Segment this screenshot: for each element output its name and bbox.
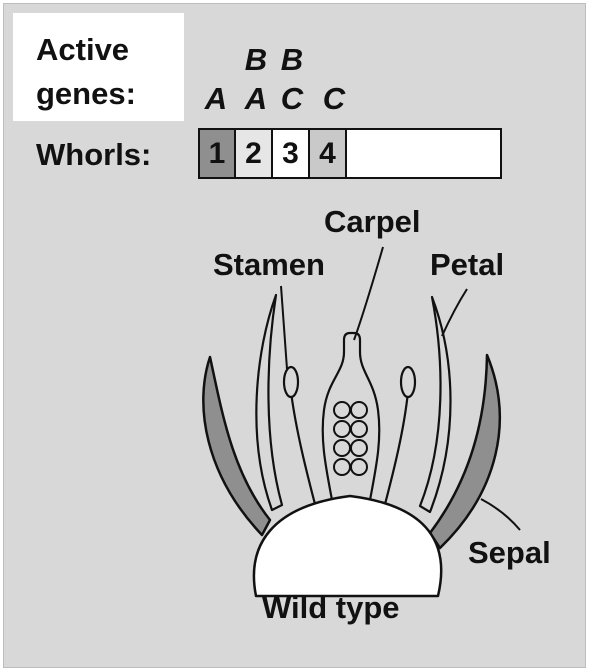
wild-type-caption: Wild type	[262, 590, 400, 625]
sepal-label: Sepal	[468, 535, 551, 570]
petal-label: Petal	[430, 247, 504, 282]
carpel	[323, 333, 380, 500]
stamen-right-filament	[384, 392, 408, 508]
stamen-left-filament	[291, 392, 316, 508]
stamen-left-anther	[284, 367, 298, 397]
ovule	[334, 440, 350, 456]
carpel-label: Carpel	[324, 204, 420, 239]
ovule	[334, 402, 350, 418]
ovule	[351, 402, 367, 418]
receptacle	[254, 496, 441, 596]
stamen-label: Stamen	[213, 247, 325, 282]
ovule	[351, 421, 367, 437]
ovule	[334, 459, 350, 475]
ovule	[351, 440, 367, 456]
ovule	[334, 421, 350, 437]
petal-left	[256, 295, 282, 510]
ovule	[351, 459, 367, 475]
sepal-leader-line	[481, 499, 520, 530]
carpel-leader-line	[354, 247, 383, 340]
stamen-leader-line	[281, 286, 287, 369]
petal-leader-line	[442, 289, 467, 336]
stamen-right-anther	[401, 367, 415, 397]
